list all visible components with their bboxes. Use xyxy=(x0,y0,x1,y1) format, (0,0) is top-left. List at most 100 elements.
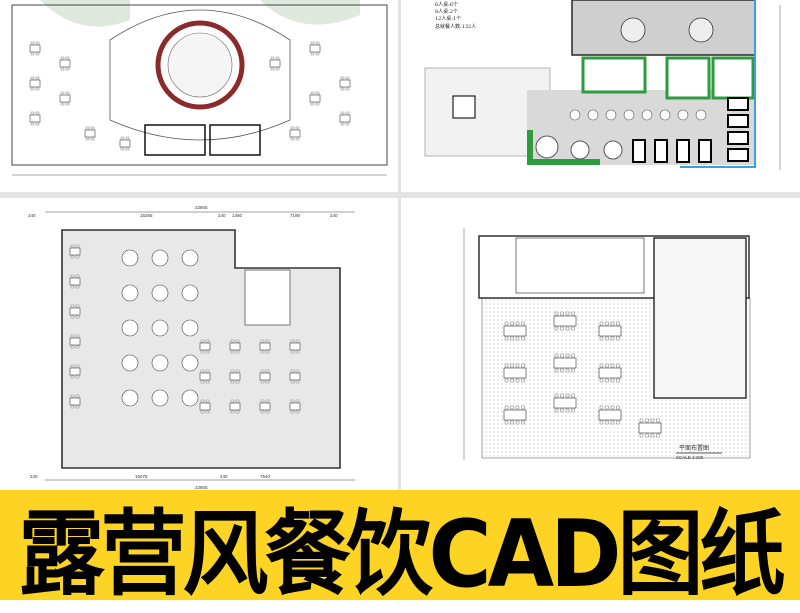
chair xyxy=(599,336,604,341)
dim-label: 240 xyxy=(218,213,226,218)
round-core xyxy=(167,32,233,98)
chair xyxy=(310,52,315,56)
chair xyxy=(310,102,315,106)
booth-seats xyxy=(569,97,749,163)
chair xyxy=(521,378,525,383)
chair xyxy=(230,410,235,414)
round-table xyxy=(695,109,707,121)
chair xyxy=(60,67,65,71)
dim-total-bottom: 22805 xyxy=(195,485,208,490)
chair xyxy=(605,378,609,383)
chair xyxy=(315,52,320,56)
chair xyxy=(554,311,559,316)
chair xyxy=(205,339,210,343)
dim-label: 240 xyxy=(30,474,38,479)
chair xyxy=(510,321,514,326)
column-room xyxy=(452,95,476,119)
booth xyxy=(727,97,749,111)
chair xyxy=(75,304,80,308)
chair xyxy=(70,394,75,398)
chair xyxy=(560,408,564,413)
chair xyxy=(230,380,235,384)
table xyxy=(69,277,81,286)
chair xyxy=(565,326,570,331)
chair xyxy=(235,380,240,384)
chair xyxy=(290,339,295,343)
chair xyxy=(75,255,80,259)
chair xyxy=(295,126,300,130)
table xyxy=(69,247,81,256)
chair xyxy=(340,111,345,115)
table xyxy=(229,342,241,351)
chair xyxy=(605,405,609,410)
round-table xyxy=(570,140,590,160)
round-table xyxy=(121,389,139,407)
chair xyxy=(599,405,604,410)
chair xyxy=(35,111,40,115)
chair xyxy=(504,405,509,410)
chair xyxy=(65,91,70,95)
round-bar xyxy=(155,20,245,110)
chair xyxy=(295,380,300,384)
chair xyxy=(75,375,80,379)
chair xyxy=(70,375,75,379)
chair xyxy=(610,336,615,341)
booth xyxy=(632,139,646,163)
long-table xyxy=(598,367,622,379)
dimensioned-plan-drawing: 22805 240 15265 240 1480 7190 240 22805 … xyxy=(28,205,355,490)
chair xyxy=(605,321,609,326)
chair xyxy=(515,321,520,326)
chair xyxy=(565,393,570,398)
total-diners-note: 总就餐人数:132人 xyxy=(435,23,476,30)
chair xyxy=(30,41,35,45)
table xyxy=(259,342,271,351)
chair xyxy=(616,378,620,383)
chair xyxy=(565,311,570,316)
dim-label: 240 xyxy=(28,213,36,218)
chair xyxy=(230,369,235,373)
chair xyxy=(35,122,40,126)
chair xyxy=(605,420,609,425)
round-table xyxy=(151,354,169,372)
round-table xyxy=(151,319,169,337)
floor-plan-layout: 平面布置图 SCALE 1:100 xyxy=(404,198,800,490)
table xyxy=(69,397,81,406)
round-table xyxy=(181,319,199,337)
round-restaurant-drawing xyxy=(11,0,388,176)
chair xyxy=(70,364,75,368)
chair xyxy=(70,255,75,259)
chair xyxy=(290,137,295,141)
chair xyxy=(70,345,75,349)
chair xyxy=(515,336,520,341)
round-table xyxy=(605,109,617,121)
table xyxy=(309,44,321,53)
landscape-left xyxy=(40,0,130,27)
table xyxy=(59,59,71,68)
chair xyxy=(65,67,70,71)
plan-scale: SCALE 1:100 xyxy=(676,455,704,460)
table xyxy=(259,402,271,411)
private-rooms xyxy=(571,0,756,56)
round-table xyxy=(121,319,139,337)
long-table xyxy=(638,422,662,434)
chair xyxy=(345,122,350,126)
chair xyxy=(639,418,644,423)
chair xyxy=(599,321,604,326)
chair xyxy=(290,380,295,384)
chair xyxy=(265,410,270,414)
dim-total-top: 22805 xyxy=(195,205,208,210)
table xyxy=(289,342,301,351)
chair xyxy=(610,405,615,410)
chair xyxy=(565,408,570,413)
long-table xyxy=(503,325,527,337)
chair xyxy=(510,336,514,341)
banner-title: 露营风餐饮CAD图纸 xyxy=(18,500,785,609)
round-table xyxy=(151,249,169,267)
chair xyxy=(70,315,75,319)
planter-booth xyxy=(665,56,711,100)
chair xyxy=(75,405,80,409)
chair xyxy=(571,368,575,373)
table xyxy=(289,402,301,411)
chair xyxy=(200,410,205,414)
chair xyxy=(571,393,575,398)
